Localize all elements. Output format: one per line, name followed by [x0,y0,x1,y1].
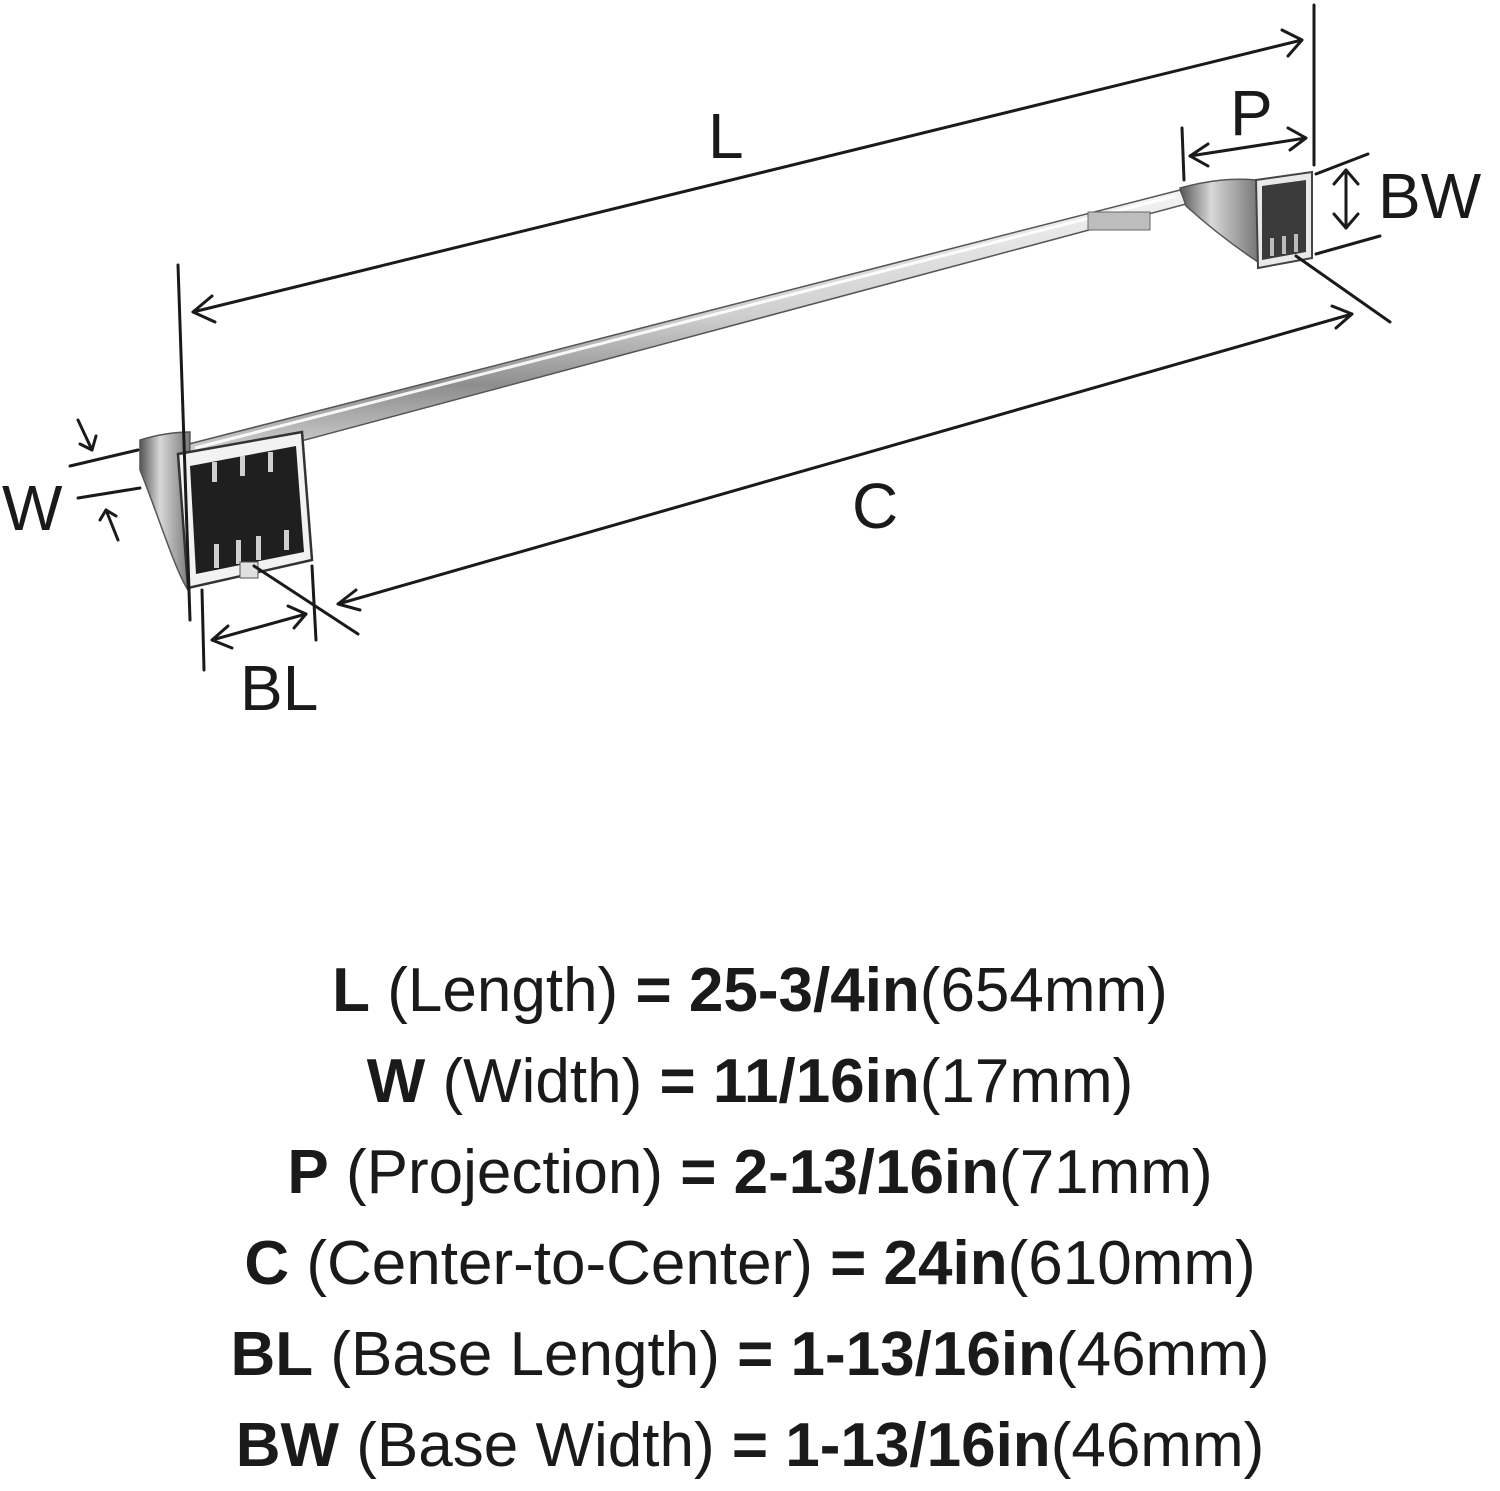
specifications-list: L (Length) = 25-3/4in(654mm) W (Width) =… [0,945,1500,1491]
spec-row: W (Width) = 11/16in(17mm) [0,1036,1500,1127]
right-arm-notch [1087,211,1151,231]
right-arm [1179,178,1259,264]
label-BL: BL [240,652,318,724]
left-arm [139,431,191,593]
towel-bar-product [139,170,1313,593]
spec-code: C [244,1229,290,1298]
spec-equals: = [659,1047,696,1116]
spec-metric: (46mm) [1050,1411,1265,1480]
spec-code: W [366,1047,426,1116]
dimension-width [68,418,142,542]
spec-row: P (Projection) = 2-13/16in(71mm) [0,1127,1500,1218]
spec-code: BW [235,1411,340,1480]
label-C: C [852,470,898,542]
spec-description: (Width) [442,1047,643,1116]
spec-row: C (Center-to-Center) = 24in(610mm) [0,1218,1500,1309]
spec-equals: = [635,956,672,1025]
spec-description: (Center-to-Center) [306,1229,813,1298]
dimension-projection [1180,126,1308,182]
spec-metric: (71mm) [999,1138,1213,1207]
spec-imperial: 1-13/16in [790,1320,1056,1389]
spec-metric: (610mm) [1007,1229,1256,1298]
label-L: L [708,100,744,172]
dimension-base-length [200,564,318,672]
spec-equals: = [830,1229,867,1298]
right-mounting-base [1254,170,1313,270]
towel-bar-rod-highlight [194,194,1176,450]
spec-description: (Base Length) [330,1320,720,1389]
spec-row: BL (Base Length) = 1-13/16in(46mm) [0,1309,1500,1400]
spec-description: (Projection) [345,1138,663,1207]
spec-row: BW (Base Width) = 1-13/16in(46mm) [0,1400,1500,1491]
spec-description: (Base Width) [356,1411,715,1480]
dimension-center-to-center [252,254,1392,636]
spec-row: L (Length) = 25-3/4in(654mm) [0,945,1500,1036]
label-BW: BW [1378,160,1482,232]
spec-equals: = [680,1138,717,1207]
spec-code: BL [230,1320,314,1389]
spec-metric: (46mm) [1055,1320,1270,1389]
spec-imperial: 2-13/16in [733,1138,1000,1207]
spec-code: L [332,956,371,1025]
spec-metric: (17mm) [919,1047,1134,1116]
spec-metric: (654mm) [919,956,1168,1025]
label-P: P [1230,77,1273,149]
label-W: W [2,472,63,544]
left-mounting-base [176,430,314,590]
spec-description: (Length) [387,956,619,1025]
dimension-length [176,3,1316,622]
spec-imperial: 25-3/4in [688,956,920,1025]
spec-code: P [287,1138,329,1207]
spec-equals: = [731,1411,769,1480]
spec-equals: = [737,1320,774,1389]
spec-imperial: 1-13/16in [785,1411,1051,1480]
spec-imperial: 11/16in [712,1047,920,1116]
towel-bar-dimension-diagram: L P BW W C BL [2,3,1482,724]
spec-imperial: 24in [883,1229,1008,1298]
dimension-base-width [1314,152,1382,256]
